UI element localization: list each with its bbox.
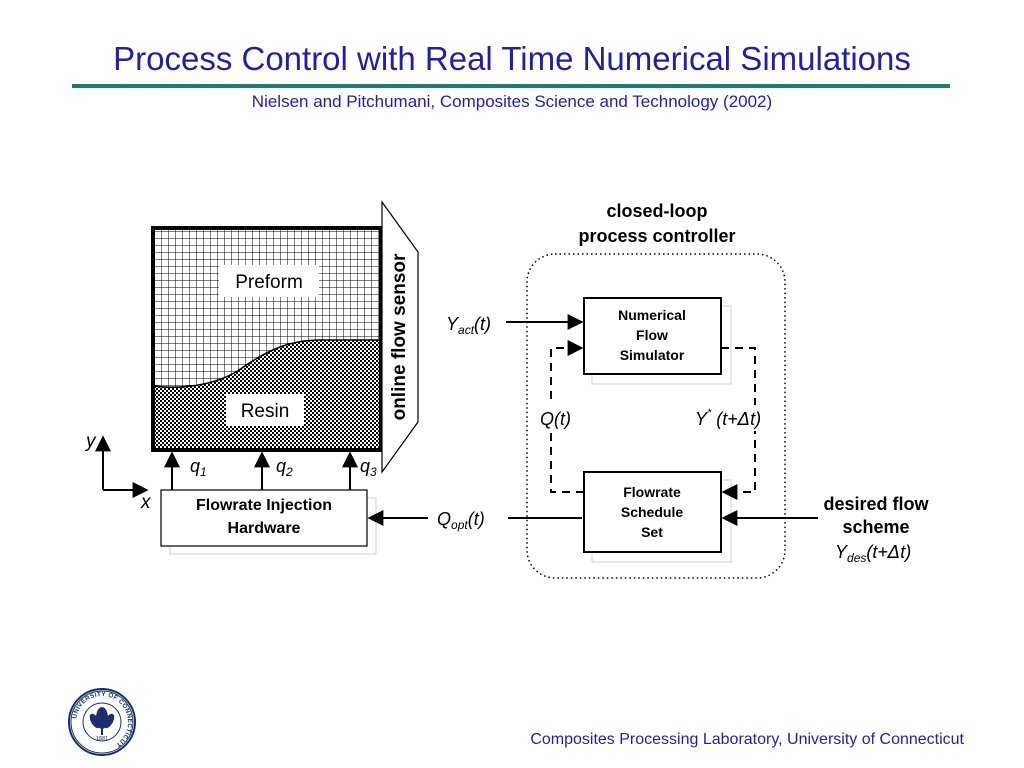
y-act-label: Yact(t) <box>446 314 491 337</box>
slide-subtitle: Nielsen and Pitchumani, Composites Scien… <box>251 92 773 111</box>
desired-flow-input: desired flow scheme Ydes(t+Δt) <box>721 494 930 565</box>
q-opt-label: Qopt(t) <box>437 509 485 532</box>
y-star-label-bg <box>690 405 776 431</box>
schedule-line1: Flowrate <box>623 484 681 500</box>
resin-label: Resin <box>241 401 290 422</box>
y-des-label: Ydes(t+Δt) <box>835 542 911 565</box>
schedule-line2: Schedule <box>621 504 683 520</box>
controller-title-line1: closed-loop <box>606 201 707 221</box>
signal-y-act: Yact(t) <box>446 314 584 337</box>
university-seal-logo: UNIVERSITY OF CONNECTICUT 1881 <box>68 688 136 756</box>
preform-label-box <box>219 265 319 297</box>
oak-leaf-icon <box>89 707 115 735</box>
q-t-label: Q(t) <box>540 409 571 429</box>
simulator-line1: Numerical <box>618 307 686 323</box>
simulator-box <box>583 297 722 375</box>
title-divider <box>72 84 950 88</box>
slide-title: Process Control with Real Time Numerical… <box>113 40 911 77</box>
inlet-label-q2: q2 <box>276 456 293 479</box>
schedule-line3: Set <box>641 524 663 540</box>
desired-line2: scheme <box>842 517 909 537</box>
inlet-label-q1: q1 <box>190 456 207 479</box>
svg-text:1881: 1881 <box>96 736 108 742</box>
injection-label-line2: Hardware <box>228 520 301 537</box>
injection-hardware-block: Flowrate Injection Hardware <box>160 489 377 555</box>
x-axis-label: x <box>140 492 152 513</box>
simulator-line3: Simulator <box>620 347 685 363</box>
inlet-label-q3: q3 <box>360 456 377 479</box>
sensor-label: online flow sensor <box>389 253 410 420</box>
desired-line1: desired flow <box>823 494 929 514</box>
inlet-arrows: q1 q2 q3 <box>164 451 377 490</box>
footer-lab-credit: Composites Processing Laboratory, Univer… <box>530 731 964 748</box>
schedule-box <box>583 471 722 553</box>
signal-q-opt: Qopt(t) <box>367 509 582 532</box>
q-t-label-bg <box>530 405 574 431</box>
online-flow-sensor: online flow sensor <box>381 200 419 474</box>
controller-title-line2: process controller <box>578 226 735 246</box>
injection-label-line1: Flowrate Injection <box>196 497 332 514</box>
flow-front <box>152 339 381 388</box>
sensor-shape <box>381 200 419 474</box>
preform-label: Preform <box>235 272 303 293</box>
resin-label-box <box>226 394 304 426</box>
closed-loop-controller: closed-loop process controller Numerical… <box>526 201 786 579</box>
y-axis-label: y <box>84 431 97 452</box>
mold: Preform Resin <box>151 226 383 452</box>
mold-border <box>151 226 383 452</box>
injection-box <box>160 489 368 547</box>
coordinate-axes: y x <box>84 431 152 513</box>
y-star-label: Y* (t+Δt) <box>695 407 761 430</box>
simulator-line2: Flow <box>636 327 668 343</box>
